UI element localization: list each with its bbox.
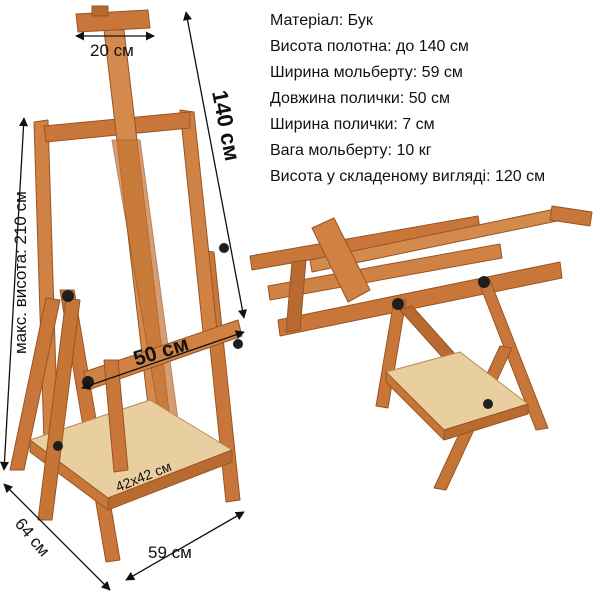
spec-canvas-height: Висота полотна: до 140 см [270,38,469,55]
spec-weight: Вага мольберту: 10 кг [270,142,432,159]
spec-easel-width: Ширина мольберту: 59 см [270,64,463,81]
spec-shelf-length: Довжина полички: 50 см [270,90,450,107]
dim-top-width: 20 см [90,41,134,60]
dim-depth: 64 см [11,514,54,560]
spec-folded-height: Висота у складеному вигляді: 120 см [270,168,546,185]
spec-list: Матеріал: Бук Висота полотна: до 140 см … [270,8,600,190]
spec-shelf-width: Ширина полички: 7 см [270,116,435,133]
easel-folded [249,205,593,491]
dimension-lines [0,11,247,591]
spec-material: Матеріал: Бук [270,12,373,29]
dim-max-height: макс. висота: 210 см [11,191,30,354]
dim-width: 59 см [148,543,192,562]
